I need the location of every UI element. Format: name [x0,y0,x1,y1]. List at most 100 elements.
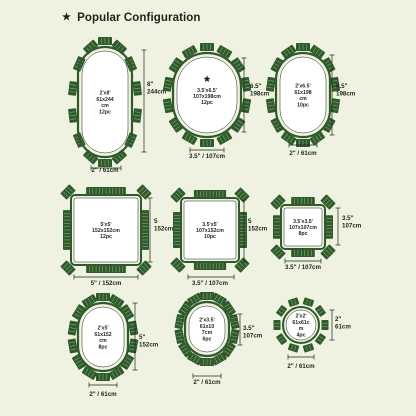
seating-module [216,45,233,59]
table-top [81,306,125,368]
table-size-label: cm [99,338,107,344]
height-dimension-label: 107cm [243,333,263,340]
table-size-label: cm [299,96,307,102]
width-dimension-label: 2" / 61cm [289,150,317,157]
table-size-label: 61x61c [292,320,309,326]
table-size-label: 107x152cm [196,228,224,234]
corner-module [320,194,336,210]
width-dimension-label: 3.5" / 107cm [285,264,321,271]
height-dimension-label: 5" [139,334,145,341]
table-size-label: 8pc [99,344,108,350]
seating-module [324,215,333,239]
seating-module [81,294,98,308]
seating-module [120,354,135,370]
seating-module [291,248,315,257]
seating-module [98,37,112,45]
table-size-label: 3.5'x5' [202,222,217,228]
seating-module [111,149,127,165]
table-size-label: 2'x6.5' [295,84,310,90]
table-size-label: 2'x8' [99,91,110,97]
seating-module [140,210,149,250]
seating-module [132,108,142,123]
table-size-label: 2'x2' [295,314,306,320]
seating-module [120,304,135,320]
table-size-label: 61x198 [294,90,311,96]
seating-module [276,305,288,317]
table-frame [274,51,332,139]
seating-module [276,333,288,345]
seating-module [314,333,326,345]
width-dimension-label: 2" / 61cm [287,363,315,370]
seating-module [162,76,174,92]
width-dimension-label: 3.5" / 107cm [189,153,225,160]
table-size-label: 61x10 [200,324,215,330]
corner-module [234,257,250,273]
seating-module [211,292,227,306]
table-top [176,56,238,134]
table-frame [282,306,320,344]
table-frame [70,194,142,266]
seating-module [221,300,236,317]
width-dimension-label: 2" / 61cm [89,391,117,398]
height-dimension-label: 61cm [335,324,351,331]
height-dimension-label: 3.5" [342,215,354,222]
seating-module [187,352,203,366]
seating-module [265,98,276,114]
seating-module [221,341,236,358]
seating-module [231,117,246,133]
table-size-label: 12pc [100,234,112,240]
seating-module [296,139,310,147]
seating-module [309,131,326,146]
width-dimension-label: 5" / 152cm [91,280,122,287]
corner-module [136,184,152,200]
table-size-label: 12pc [201,100,213,106]
seating-module [200,139,214,147]
corner-module [60,260,76,276]
corner-module [270,194,286,210]
seating-module [181,45,198,59]
height-dimension-label: 152cm [139,342,159,349]
corner-module [60,184,76,200]
height-dimension-label: 152cm [248,226,268,233]
table-top [81,50,129,154]
table-size-label: 152x152cm [92,228,120,234]
seating-module [280,131,297,146]
table-size-label: 10pc [204,234,216,240]
table-top [283,207,323,247]
seating-module [302,297,315,307]
seating-module [178,341,193,358]
seating-module [216,131,233,145]
seating-module [330,76,341,92]
height-dimension-label: 5 [154,218,158,225]
table-frame [171,51,243,139]
seating-module [168,57,183,73]
seating-module [108,366,125,380]
corner-module [170,257,186,273]
seating-module [71,304,86,320]
table-size-label: 3.5'x6.5' [197,88,217,94]
seating-module [181,131,198,145]
seating-module [314,305,326,317]
seating-module [83,39,99,55]
seating-module [280,44,297,59]
height-dimension-label: 8" [147,81,153,88]
table-size-label: 2'x3.5' [199,318,214,324]
page-title-text: Popular Configuration [77,12,201,24]
corner-module [234,187,250,203]
seating-module [200,358,214,366]
table-top [279,56,327,134]
seating-module [86,187,126,196]
table-size-label: 7cm [202,330,213,336]
seating-module [187,292,203,306]
height-dimension-label: 5 [248,218,252,225]
height-dimension-label: 2" [335,316,341,323]
seating-module [168,117,183,133]
corner-module [136,260,152,276]
height-dimension-label: 198cm [250,91,270,98]
seating-module [132,81,142,96]
page-title: ★ Popular Configuration [62,12,201,24]
